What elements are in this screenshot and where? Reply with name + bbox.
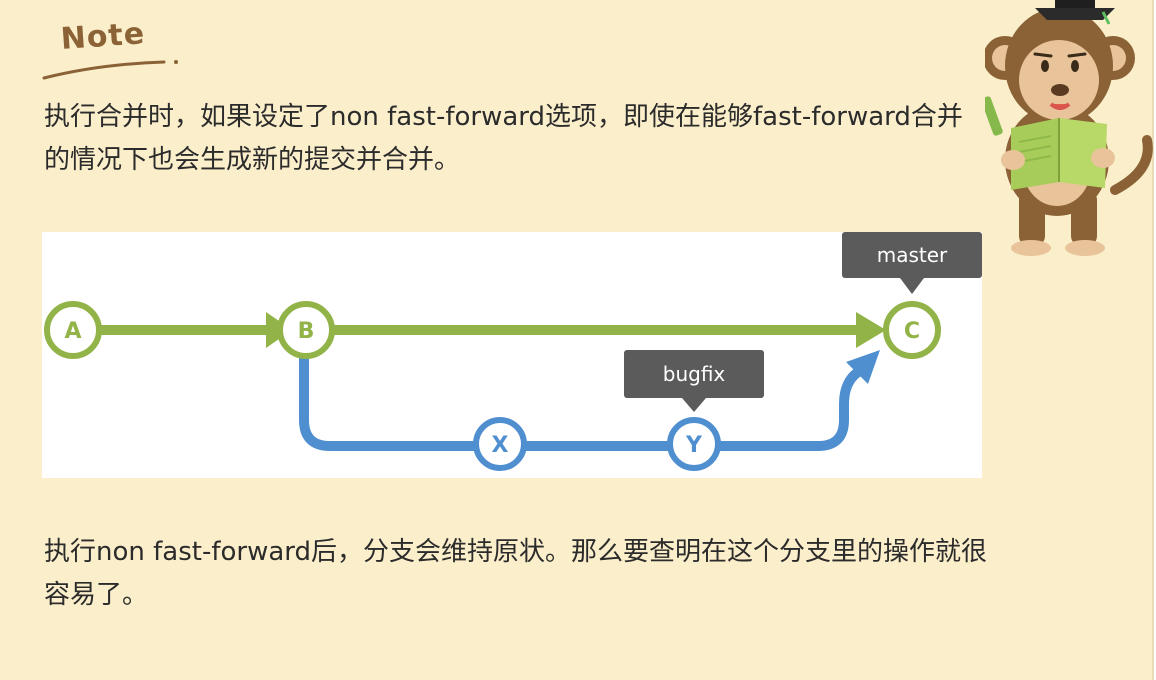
note-underline-decoration — [42, 60, 178, 80]
commit-y-label: Y — [685, 433, 703, 458]
commit-c-label: C — [904, 319, 920, 344]
commit-x: X — [473, 417, 527, 471]
commit-b: B — [277, 301, 335, 359]
merge-diagram-svg: A B C X Y — [44, 232, 982, 471]
note-paragraph-2: 执行non fast-forward后，分支会维持原状。那么要查明在这个分支里的… — [44, 537, 988, 610]
branch-line-y-c — [716, 367, 862, 451]
bugfix-tag-label: bugfix — [663, 362, 726, 386]
commit-y: Y — [667, 417, 721, 471]
commit-a-label: A — [64, 319, 81, 344]
merge-diagram: A B C X Y — [42, 232, 982, 478]
commit-b-label: B — [298, 319, 315, 344]
bugfix-branch-tag: bugfix — [624, 350, 764, 412]
monkey-mascot-illustration — [985, 0, 1153, 256]
note-paragraph-1: 执行合并时，如果设定了non fast-forward选项，即使在能够fast-… — [44, 102, 963, 175]
arrowhead-to-c — [856, 312, 886, 348]
master-tag-label: master — [877, 243, 948, 267]
commit-a: A — [44, 301, 102, 359]
master-branch-tag: master — [842, 232, 982, 294]
branch-line-b-x — [299, 356, 478, 451]
commit-x-label: X — [492, 433, 509, 458]
commit-c: C — [883, 301, 941, 359]
arrowhead-branch-to-c — [846, 350, 880, 384]
